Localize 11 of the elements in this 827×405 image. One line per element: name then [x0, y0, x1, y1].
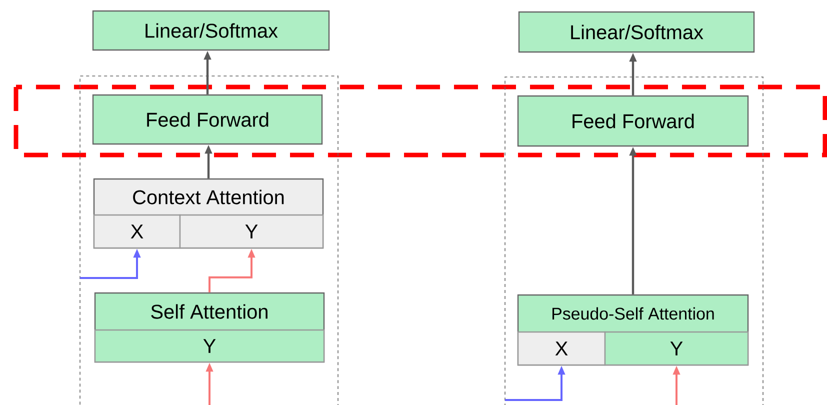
output-box: Linear/Softmax	[518, 11, 755, 53]
input-cell: Y	[94, 329, 325, 363]
input-cell: Y	[604, 331, 749, 366]
encoder-frame	[80, 76, 338, 405]
input-cell: X	[517, 331, 606, 366]
input-cell: X	[93, 214, 181, 249]
layer-box: Feed Forward	[92, 94, 323, 145]
output-box: Linear/Softmax	[92, 10, 330, 51]
encoder-frame	[504, 76, 764, 405]
layer-box: Feed Forward	[517, 95, 749, 147]
input-cell: Y	[179, 214, 324, 249]
